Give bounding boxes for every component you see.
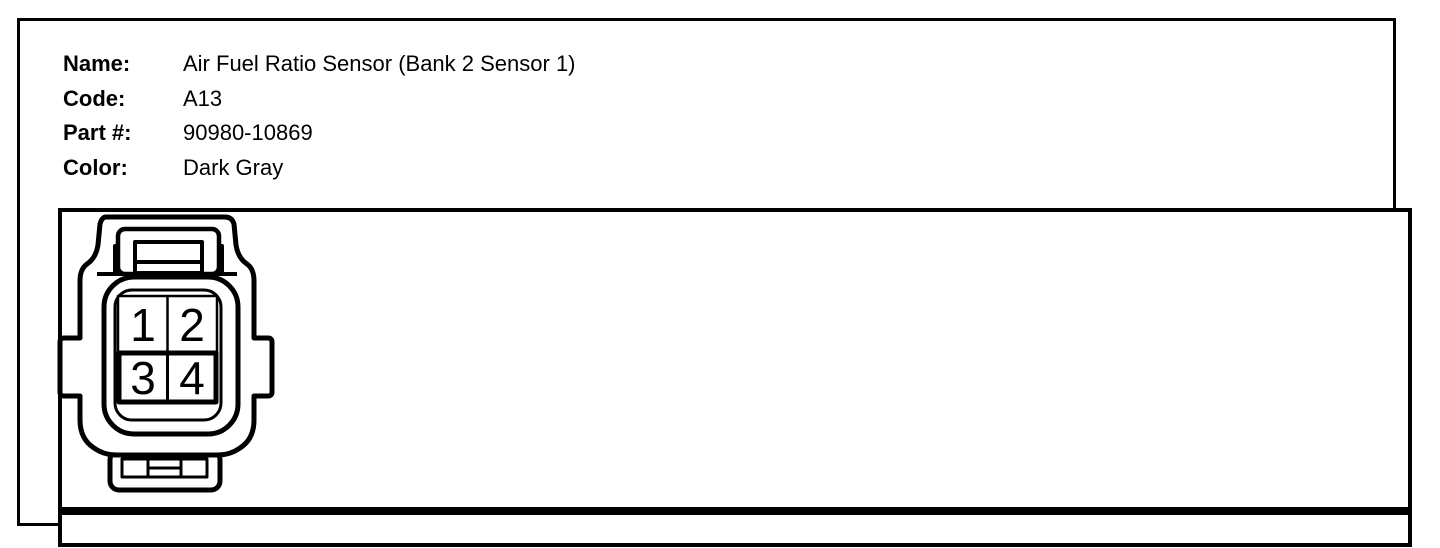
- field-row-name: Name: Air Fuel Ratio Sensor (Bank 2 Sens…: [63, 47, 576, 82]
- field-row-part-number: Part #: 90980-10869: [63, 116, 576, 151]
- color-value: Dark Gray: [183, 154, 284, 180]
- connector-face-diagram-icon: 1 2 3 4: [57, 214, 275, 493]
- code-value: A13: [183, 85, 223, 111]
- code-label: Code:: [63, 85, 126, 111]
- field-row-color: Color: Dark Gray: [63, 151, 576, 186]
- pin-2-label: 2: [179, 299, 205, 351]
- name-value: Air Fuel Ratio Sensor (Bank 2 Sensor 1): [183, 51, 576, 76]
- connector-diagram-panel: [58, 208, 1412, 511]
- field-row-code: Code: A13: [63, 82, 576, 117]
- name-label: Name:: [63, 51, 131, 76]
- latch-window: [133, 240, 204, 275]
- color-label: Color:: [63, 154, 128, 180]
- page-border-box: Name: Air Fuel Ratio Sensor (Bank 2 Sens…: [17, 18, 1412, 547]
- part-number-value: 90980-10869: [183, 120, 313, 145]
- part-number-label: Part #:: [63, 120, 132, 145]
- pin-1-label: 1: [130, 299, 156, 351]
- pin-3-label: 3: [130, 352, 156, 404]
- table-header-strip: [58, 511, 1412, 547]
- connector-info-header: Name: Air Fuel Ratio Sensor (Bank 2 Sens…: [63, 47, 576, 185]
- pin-4-label: 4: [179, 352, 205, 404]
